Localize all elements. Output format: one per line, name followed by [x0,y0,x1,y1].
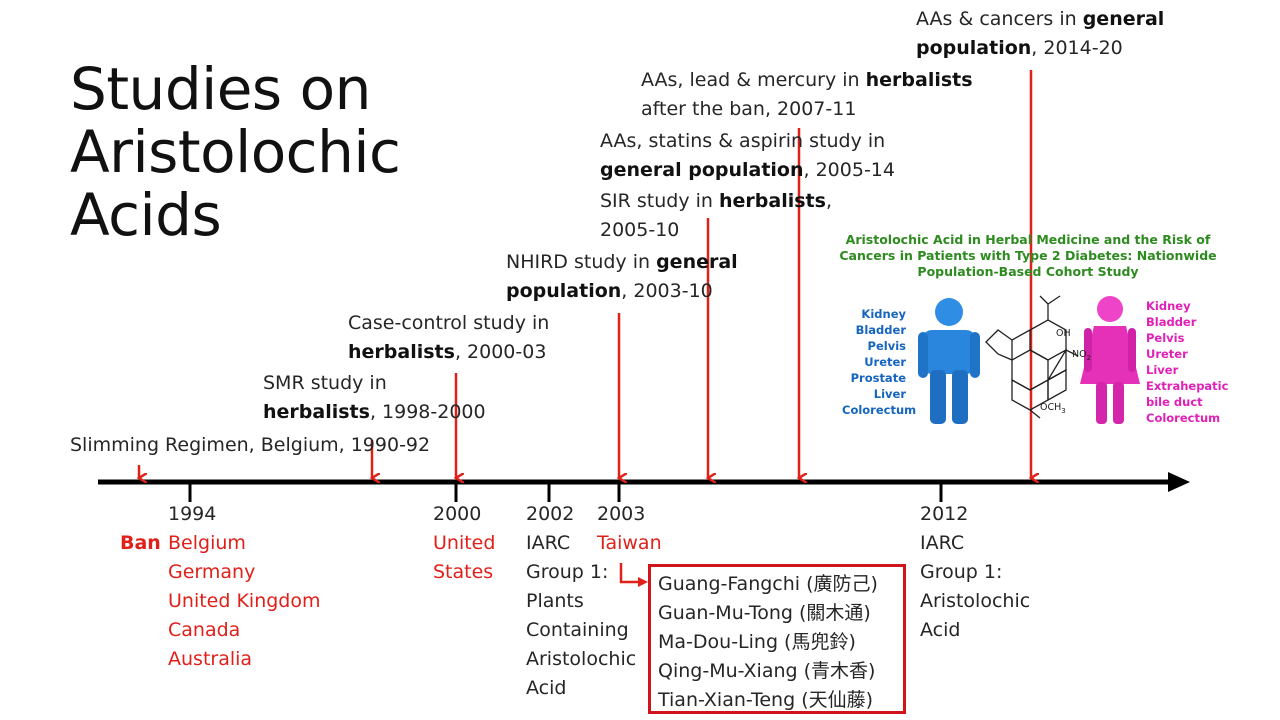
year-label: 2000 [433,503,482,525]
aristolochic-acid-structure-icon [985,295,1079,419]
male-site: Bladder [855,323,906,337]
timeline-arrowhead [1168,472,1190,492]
study-smr: SMR study in herbalists, 1998-2000 [263,372,486,423]
year-label: 1994 [168,503,217,525]
year-label: 2002 [526,503,575,525]
ban-label: Ban [120,532,161,554]
title-line-3: Acids [70,181,222,249]
page-title: Studies on Aristolochic Acids [70,55,401,249]
study-case-control: Case-control study in herbalists, 2000-0… [348,312,550,363]
herb-item: Guan-Mu-Tong (關木通) [658,602,871,624]
study-sir: SIR study in herbalists, 2005-10 [600,190,832,241]
male-cancer-sites: Kidney Bladder Pelvis Ureter Prostate Li… [842,306,917,418]
study-slimming: Slimming Regimen, Belgium, 1990-92 [70,434,431,456]
chem-label-oh: OH [1056,328,1071,339]
female-site: Extrahepatic [1146,379,1229,393]
male-site: Prostate [850,371,906,385]
study-lead-mercury: AAs, lead & mercury in herbalists after … [641,69,973,120]
herb-item: Qing-Mu-Xiang (青木香) [658,660,876,682]
year-2012-column: 2012 IARC Group 1: Aristolochic Acid [920,500,1030,645]
female-cancer-sites: Kidney Bladder Pelvis Ureter Liver Extra… [1146,298,1228,426]
study-nhird: NHIRD study in general population, 2003-… [506,251,738,302]
male-figure-icon [918,298,980,424]
inset-paper-title: Aristolochic Acid in Herbal Medicine and… [839,232,1217,279]
male-site: Ureter [864,355,906,369]
year-1994-column: 1994 Belgium Germany United Kingdom Cana… [168,500,321,674]
taiwan-connector-head [638,577,648,587]
female-site: Ureter [1146,347,1188,361]
female-site: bile duct [1146,395,1203,409]
study-cancers: AAs & cancers in general population, 201… [916,8,1165,59]
female-figure-icon [1080,296,1140,424]
female-site: Colorectum [1146,411,1221,425]
year-label: 2012 [920,503,969,525]
year-2003-column: 2003 Taiwan [597,500,662,558]
chem-label-och3: OCH3 [1040,402,1066,415]
herb-item: Guang-Fangchi (廣防己) [658,573,878,595]
herb-item: Tian-Xian-Teng (天仙藤) [658,689,874,711]
taiwan-connector-arrow [619,563,640,584]
male-site: Pelvis [867,339,906,353]
year-label: 2003 [597,503,646,525]
title-line-1: Studies on [70,55,371,123]
year-2000-column: 2000 United States [433,500,495,587]
female-site: Bladder [1146,315,1197,329]
female-site: Kidney [1146,299,1191,313]
male-site: Liver [873,387,906,401]
banned-herbs-box: Guang-Fangchi (廣防己) Guan-Mu-Tong (關木通) M… [648,564,906,714]
female-site: Pelvis [1146,331,1185,345]
year-2002-column: 2002 IARC Group 1: Plants Containing Ari… [526,500,636,703]
female-site: Liver [1146,363,1179,377]
male-site: Colorectum [842,403,917,417]
study-statins: AAs, statins & aspirin study in general … [600,130,895,181]
title-line-2: Aristolochic [70,118,401,186]
chem-label-no2: NO2 [1072,349,1092,362]
herb-item: Ma-Dou-Ling (馬兜鈴) [658,631,856,653]
male-site: Kidney [861,307,906,321]
